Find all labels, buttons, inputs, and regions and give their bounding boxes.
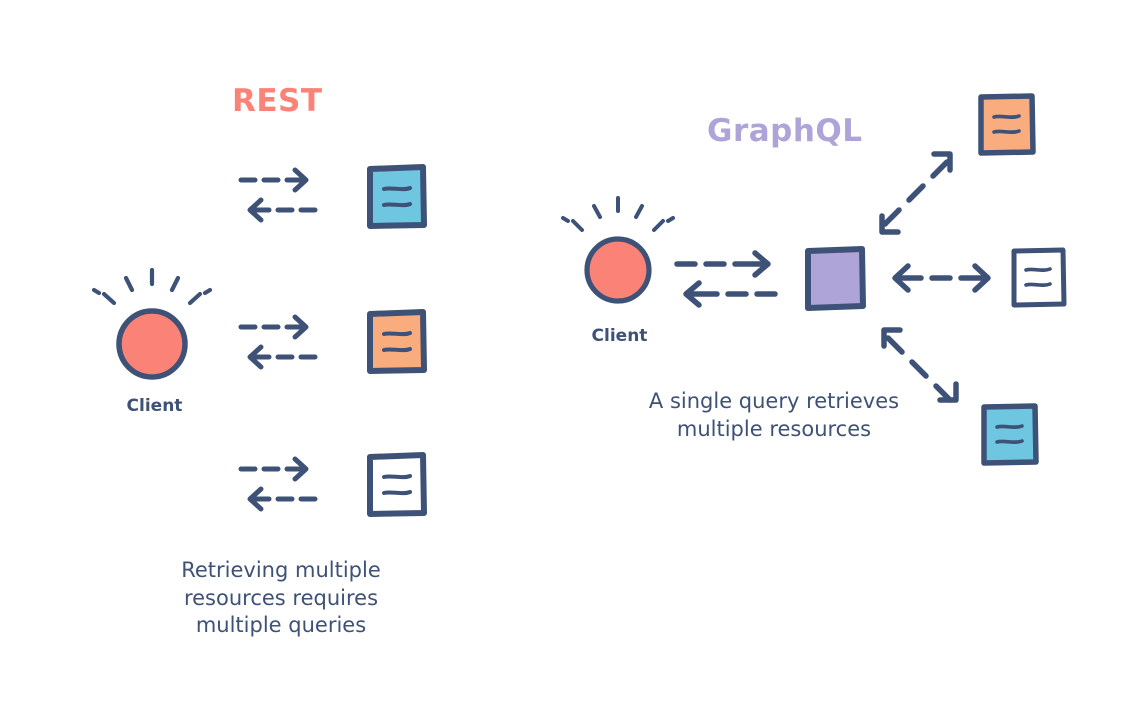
rest-arrow-pair-1 xyxy=(238,166,318,224)
graphql-client-label: Client xyxy=(591,326,648,346)
rest-client-node xyxy=(82,262,227,382)
rest-resource-2 xyxy=(366,309,428,375)
resource-card-blue-icon xyxy=(367,164,427,229)
graphql-caption: A single query retrieves multiple resour… xyxy=(648,389,900,441)
client-circle-icon xyxy=(116,308,188,380)
rest-response-arrow-3 xyxy=(247,486,318,512)
client-circle-icon xyxy=(584,236,652,304)
graphql-response-arrow xyxy=(683,280,778,308)
resource-card-orange-icon xyxy=(367,309,427,374)
rest-request-arrow-1 xyxy=(238,167,309,193)
graphql-link-arrow-right xyxy=(884,258,1000,298)
resource-card-blue-icon xyxy=(981,403,1039,466)
rest-request-arrow-2 xyxy=(238,314,309,340)
graphql-title: GraphQL xyxy=(707,113,863,149)
rest-response-arrow-2 xyxy=(247,344,318,370)
graphql-resource-1 xyxy=(977,93,1037,157)
graphql-client-glyph xyxy=(561,196,675,304)
client-rays-icon xyxy=(91,267,213,306)
resource-card-white-icon xyxy=(1011,247,1067,308)
rest-caption: Retrieving multiple resources requires m… xyxy=(181,558,381,638)
resource-card-orange-icon xyxy=(978,93,1036,156)
graphql-resource-3 xyxy=(980,403,1040,467)
resource-card-white-icon xyxy=(367,452,427,517)
rest-arrow-pair-2 xyxy=(238,313,318,371)
rest-arrow-pair-3 xyxy=(238,455,318,513)
rest-resource-1 xyxy=(366,164,428,230)
graphql-link-arrow-up xyxy=(868,140,964,240)
rest-resource-3 xyxy=(366,452,428,518)
rest-client-label: Client xyxy=(126,396,183,416)
rest-title: REST xyxy=(232,83,323,119)
dashed-double-arrow-diagonal-down-icon xyxy=(881,327,959,403)
rest-client-glyph xyxy=(91,267,213,380)
rest-response-arrow-1 xyxy=(247,197,318,223)
dashed-double-arrow-horizontal-icon xyxy=(892,263,991,293)
graphql-server-node xyxy=(803,245,867,311)
graphql-link-arrow-down xyxy=(872,320,968,418)
graphql-request-arrow xyxy=(674,250,771,278)
graphql-server-icon xyxy=(805,246,866,311)
dashed-double-arrow-diagonal-up-icon xyxy=(879,151,953,235)
graphql-client-node xyxy=(552,192,687,307)
graphql-resource-2 xyxy=(1010,247,1068,309)
client-rays-icon xyxy=(561,196,675,232)
graphql-client-server-arrows xyxy=(672,250,782,308)
rest-request-arrow-3 xyxy=(238,456,309,482)
